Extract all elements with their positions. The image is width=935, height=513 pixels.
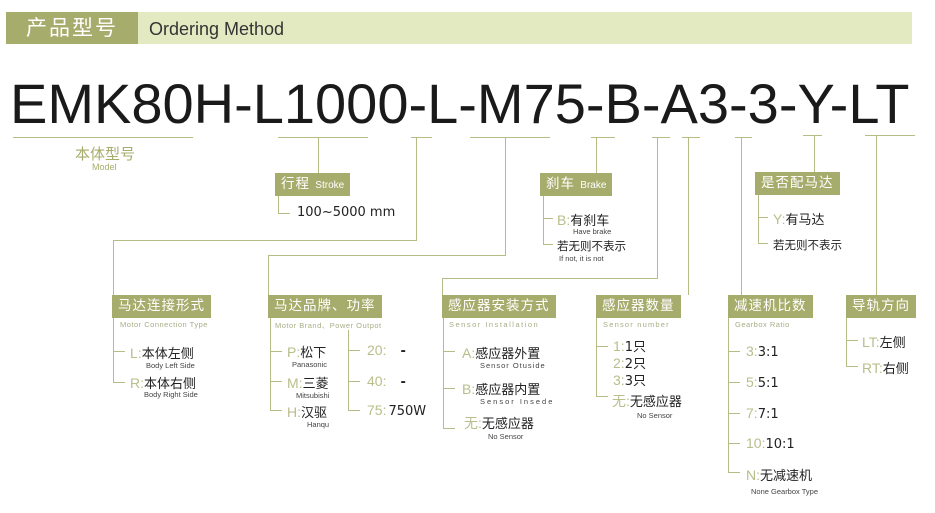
motor-option-y: Y:有马达: [773, 211, 825, 228]
brand-option-p: P:松下: [287, 344, 327, 361]
sensor-number-1: 1:1只: [613, 338, 646, 355]
brake-option-b: B:有刹车: [557, 212, 610, 229]
gearbox-none: N:无减速机: [746, 467, 813, 484]
power-option-40: 40:-: [367, 373, 406, 390]
brand-subtitle: Motor Brand、Power Outpot: [275, 321, 382, 330]
brand-option-m-en: Mitsubishi: [296, 391, 330, 400]
section-header: 产品型号 Ordering Method: [6, 12, 912, 44]
code-sensor: -A3: [641, 72, 730, 135]
stroke-label: 行程 Stroke: [275, 173, 351, 196]
sensor-install-b: B:感应器内置: [462, 381, 541, 398]
gearbox-subtitle: Gearbox Ratio: [735, 320, 790, 329]
brand-option-p-en: Panasonic: [292, 360, 328, 369]
sensor-install-a-en: Sensor Otuside: [480, 361, 546, 370]
sensor-install-subtitle: Sensor Installation: [449, 320, 540, 329]
code-gearbox: -3: [729, 72, 779, 135]
brand-option-h-en: Hanqu: [307, 420, 330, 429]
sensor-number-subtitle: Sensor number: [603, 320, 670, 329]
motor-label: 是否配马达: [755, 172, 840, 195]
sensor-number-3: 3:3只: [613, 372, 646, 389]
gearbox-3: 3:3:1: [746, 343, 779, 360]
brake-option-b-en: Have brake: [573, 227, 612, 236]
brake-option-none: 若无则不表示: [557, 239, 626, 253]
brand-label: 马达品牌、功率: [268, 295, 382, 318]
rail-option-rt: RT:右侧: [862, 360, 909, 377]
connection-subtitle: Motor Connection Type: [120, 320, 208, 329]
model-label-cn: 本体型号: [75, 145, 136, 163]
connection-option-l-en: Body Left Side: [146, 361, 195, 370]
power-option-20: 20:-: [367, 342, 406, 359]
gearbox-label: 减速机比数: [728, 295, 813, 318]
connection-option-l: L:本体左侧: [130, 345, 194, 362]
brake-label: 刹车 Brake: [540, 173, 613, 196]
sensor-install-a: A:感应器外置: [462, 345, 541, 362]
sensor-install-none: 无:无感应器: [464, 415, 534, 432]
connection-label: 马达连接形式: [112, 295, 211, 318]
brand-option-h: H:汉驱: [287, 404, 328, 421]
sensor-number-none-en: No Sensor: [637, 411, 673, 420]
header-title-cn: 产品型号: [6, 12, 138, 44]
brand-option-m: M:三菱: [287, 375, 329, 392]
code-connection: -L: [408, 72, 459, 135]
gearbox-7: 7:7:1: [746, 405, 779, 422]
sensor-install-label: 感应器安装方式: [442, 295, 556, 318]
connection-option-r-en: Body Right Side: [144, 390, 198, 399]
motor-option-none: 若无则不表示: [773, 238, 842, 252]
code-rail: -LT: [829, 72, 910, 135]
sensor-number-2: 2:2只: [613, 355, 646, 372]
gearbox-5: 5:5:1: [746, 374, 779, 391]
model-code: EMK80H-L1000-L-M75-B-A3-3-Y-LT: [10, 74, 910, 134]
sensor-number-none: 无:无感应器: [612, 393, 682, 410]
gearbox-10: 10:10:1: [746, 435, 795, 452]
rail-label: 导轨方向: [846, 295, 916, 318]
sensor-install-b-en: Sensor Insede: [480, 397, 555, 406]
model-label-en: Model: [92, 162, 117, 172]
code-motor: -Y: [778, 72, 830, 135]
code-brand: -M75: [458, 72, 586, 135]
connection-option-r: R:本体右侧: [130, 375, 197, 392]
stroke-range: 100~5000 mm: [297, 205, 396, 220]
code-model: EMK80H: [10, 72, 235, 135]
code-stroke: -L1000: [234, 72, 409, 135]
sensor-number-label: 感应器数量: [596, 295, 681, 318]
gearbox-none-en: None Gearbox Type: [751, 487, 818, 496]
header-title-en: Ordering Method: [149, 19, 285, 39]
brake-option-none-en: If not, it is not: [559, 254, 604, 263]
sensor-install-none-en: No Sensor: [488, 432, 524, 441]
rail-option-lt: LT:左侧: [862, 334, 906, 351]
power-option-75: 75:750W: [367, 402, 427, 419]
code-brake: -B: [585, 72, 642, 135]
